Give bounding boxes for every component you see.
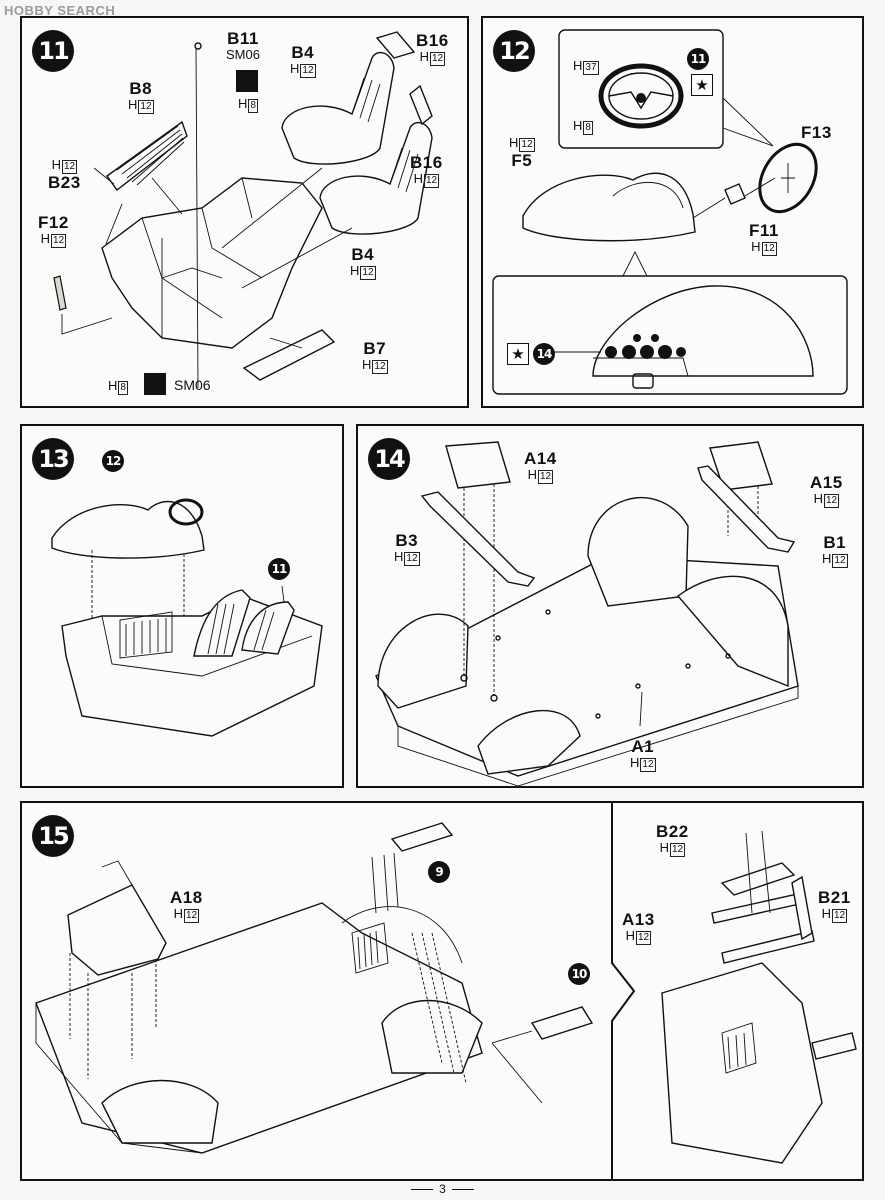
step-14-drawing <box>375 441 799 786</box>
wheel-arch-front <box>377 613 469 709</box>
ref-9-badge: 9 <box>428 861 450 883</box>
b16-top-part <box>375 31 416 59</box>
b23-tub <box>101 177 323 349</box>
exhaust-9 <box>390 822 454 852</box>
a15-part <box>709 441 773 491</box>
dashboard-assembly <box>51 500 205 559</box>
b1-part <box>697 465 796 553</box>
f12-part <box>53 275 67 311</box>
b3-part <box>420 491 536 587</box>
ref-11-badge: 11 <box>687 48 709 70</box>
steering-wheel-inset <box>598 63 684 129</box>
step-11-drawing <box>53 31 433 389</box>
step-13-drawing <box>51 498 323 737</box>
step-13-panel: 13 12 11 <box>20 424 344 788</box>
b4-seat-top <box>281 51 395 165</box>
f5-dashboard <box>522 172 696 242</box>
rear-assembly <box>661 962 823 1164</box>
star-icon-bottom: ★ <box>507 343 529 365</box>
seat-right <box>241 601 295 655</box>
ref-10-badge: 10 <box>568 963 590 985</box>
a18-part <box>67 884 167 976</box>
step-15-panel: 15 9 10 14 A18 H12 <box>20 801 864 1181</box>
step-14-badge: 14 <box>368 438 410 480</box>
ref-12-badge: 12 <box>102 450 124 472</box>
sm06-icon-bottom <box>144 373 166 395</box>
page-number: 3 <box>0 1182 885 1196</box>
f11-part <box>724 183 746 205</box>
sm06-bottom-label: SM06 <box>174 377 211 393</box>
f13-wheel <box>758 142 818 214</box>
b4-seat-mid <box>319 121 433 235</box>
wheel-arch-rear <box>587 497 689 607</box>
step-13-badge: 13 <box>32 438 74 480</box>
watermark-logo: HOBBY SEARCH <box>4 3 116 18</box>
step-15-badge: 15 <box>32 815 74 857</box>
step-11-badge: 11 <box>32 30 74 72</box>
ref-14-badge: 14 <box>533 343 555 365</box>
b7-part <box>242 329 336 381</box>
star-icon-top: ★ <box>691 74 713 96</box>
f13-label: F13 <box>801 123 832 142</box>
a14-part <box>445 441 511 489</box>
b8-part <box>106 120 188 191</box>
b11-label: B11 SM06 <box>226 29 260 62</box>
ref-11-badge-13: 11 <box>268 558 290 580</box>
step-15-drawing <box>35 803 857 1179</box>
exhaust-10 <box>530 1006 594 1040</box>
b16-mid-part <box>409 84 433 126</box>
step-12-badge: 12 <box>493 30 535 72</box>
sm06-icon-top <box>236 70 258 92</box>
step-12-drawing <box>492 29 848 395</box>
